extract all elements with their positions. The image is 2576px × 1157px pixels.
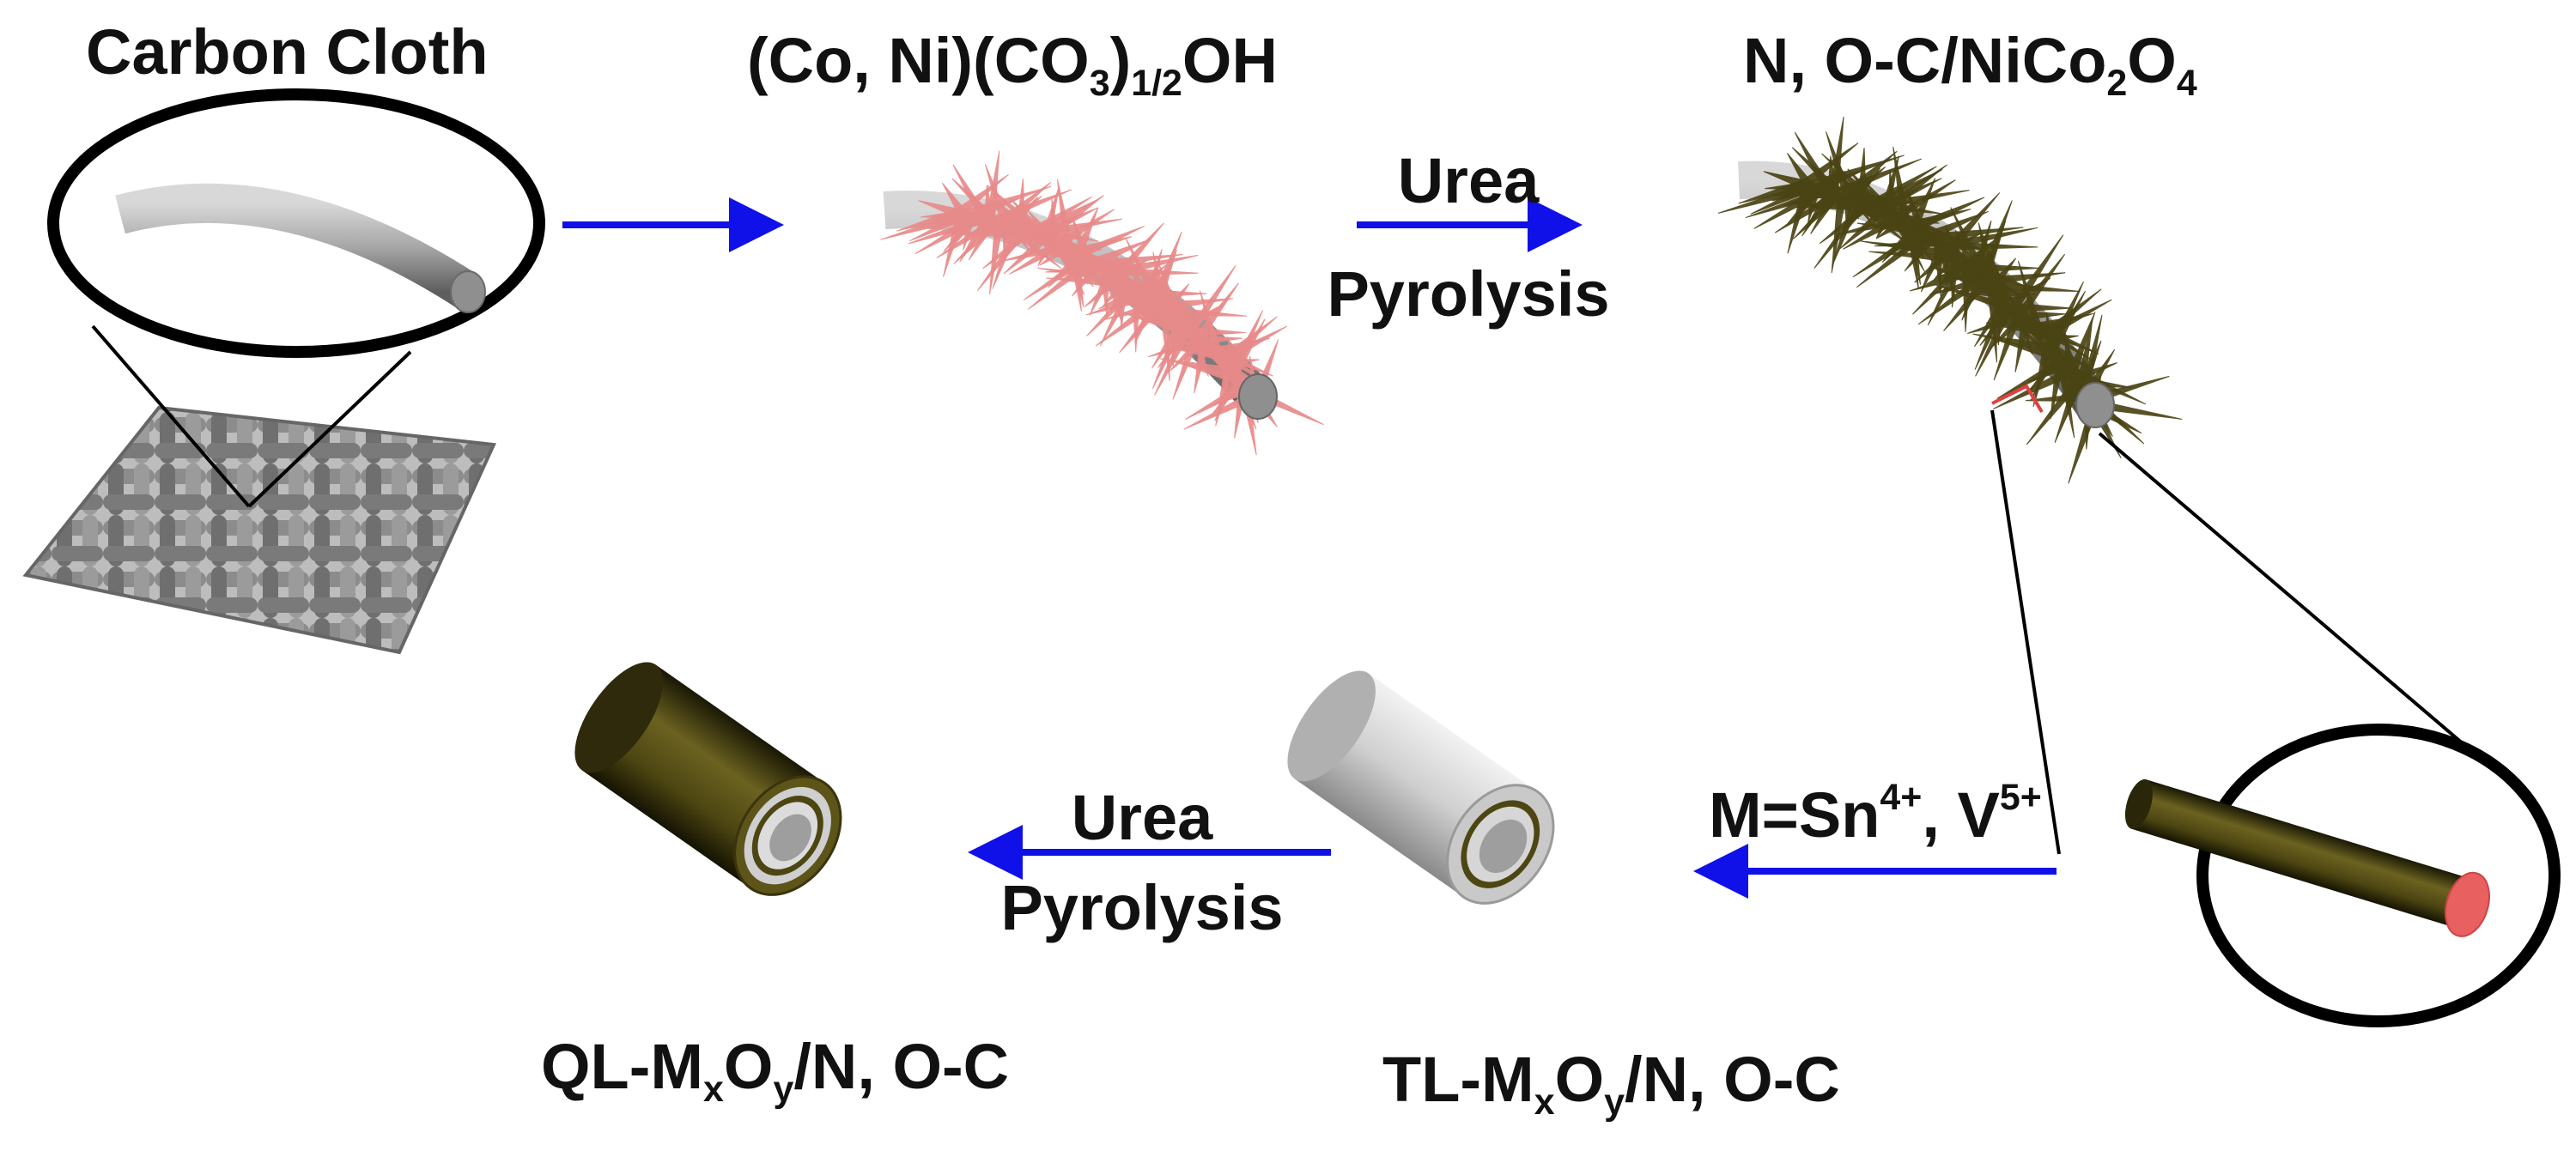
label-step1-pyrolysis: Pyrolysis: [1327, 258, 1610, 330]
red-highlight: [1991, 384, 2044, 414]
ql-tube-illustration: [574, 662, 842, 896]
zoom-line-a: [1990, 409, 2061, 855]
carbon-cloth-mesh: [22, 405, 496, 655]
nanoneedle: [2048, 290, 2086, 353]
label-carbon-cloth: Carbon Cloth: [86, 16, 489, 88]
label-step3-pyrolysis: Pyrolysis: [1000, 872, 1284, 943]
label-tl: TL-MxOy/N, O-C: [1382, 1044, 1840, 1124]
nanoneedle: [1163, 306, 1228, 366]
nico-fiber-end: [2075, 382, 2115, 428]
nanoneedle-closeup: [2124, 724, 2561, 1027]
olive-rod-back: [2124, 778, 2153, 829]
nanoneedle: [1977, 276, 2048, 342]
label-precursor: (Co, Ni)(CO3)1/2OH: [747, 25, 1278, 105]
precursor-fiber-end: [1238, 373, 1278, 420]
tl-tube-illustration: [1287, 670, 1555, 905]
zoom-line-b: [2098, 432, 2500, 776]
nico-fiber-illustration: [1717, 116, 2183, 484]
ql-inner-hole: [769, 814, 811, 862]
label-step-m: M=Sn4+, V5+: [1709, 777, 2042, 851]
nanoneedle: [1126, 257, 1148, 294]
label-step1-urea: Urea: [1397, 145, 1540, 216]
nanoneedle: [1954, 230, 1978, 269]
label-step3-urea: Urea: [1071, 782, 1213, 853]
olive-nanoneedles: [1717, 116, 2183, 484]
carbon-fiber-end: [450, 270, 486, 313]
label-ql: QL-MxOy/N, O-C: [541, 1031, 1010, 1111]
zoom-line-left: [91, 324, 251, 508]
label-nico: N, O-C/NiCo2O4: [1743, 25, 2197, 105]
olive-rod-body: [2131, 779, 2476, 930]
carbon-fiber: [115, 183, 479, 309]
precursor-fiber-illustration: [880, 150, 1324, 456]
zoom-line-right: [247, 350, 412, 508]
tl-inner-hole: [1479, 819, 1528, 873]
carbon-cloth-illustration: [22, 88, 545, 655]
red-core-end: [2444, 871, 2490, 937]
